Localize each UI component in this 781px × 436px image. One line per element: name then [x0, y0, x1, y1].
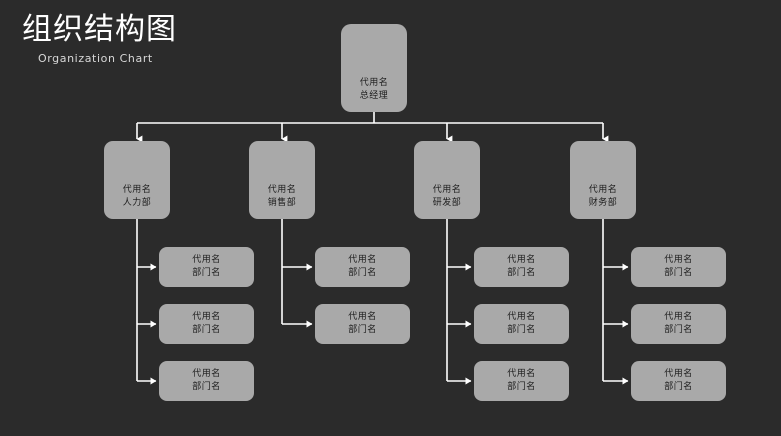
org-node-b1-c2[interactable]: 代用名 部门名: [159, 304, 254, 344]
org-node-b3-c3[interactable]: 代用名 部门名: [474, 361, 569, 401]
org-node-line1: 代用名: [664, 255, 693, 265]
org-node-line1: 代用名: [192, 369, 221, 379]
org-node-b1-c3[interactable]: 代用名 部门名: [159, 361, 254, 401]
org-node-b4-c1[interactable]: 代用名 部门名: [631, 247, 726, 287]
org-node-line2: 部门名: [664, 325, 693, 335]
title-block: 组织结构图 Organization Chart: [22, 12, 322, 66]
page-subtitle: Organization Chart: [38, 52, 153, 65]
org-node-line1: 代用名: [267, 185, 297, 195]
org-node-b4-c2[interactable]: 代用名 部门名: [631, 304, 726, 344]
org-node-branch-1[interactable]: 代用名 人力部: [104, 141, 170, 219]
org-node-line1: 代用名: [122, 185, 152, 195]
org-node-line1: 代用名: [588, 185, 618, 195]
org-node-line1: 代用名: [664, 369, 693, 379]
org-node-root[interactable]: 代用名 总经理: [341, 24, 407, 112]
org-node-b2-c1[interactable]: 代用名 部门名: [315, 247, 410, 287]
org-node-line1: 代用名: [507, 369, 536, 379]
org-node-branch-2[interactable]: 代用名 销售部: [249, 141, 315, 219]
org-node-branch-3[interactable]: 代用名 研发部: [414, 141, 480, 219]
org-node-b2-c2[interactable]: 代用名 部门名: [315, 304, 410, 344]
org-node-line2: 部门名: [192, 382, 221, 392]
org-node-line2: 部门名: [664, 382, 693, 392]
org-node-line2: 人力部: [122, 198, 152, 208]
org-node-line2: 部门名: [664, 268, 693, 278]
org-node-line2: 财务部: [588, 198, 618, 208]
org-node-line2: 部门名: [507, 268, 536, 278]
org-node-branch-4[interactable]: 代用名 财务部: [570, 141, 636, 219]
org-node-line1: 代用名: [348, 255, 377, 265]
org-node-line1: 代用名: [192, 255, 221, 265]
org-node-line1: 代用名: [359, 78, 389, 88]
org-node-line1: 代用名: [192, 312, 221, 322]
org-node-line1: 代用名: [507, 312, 536, 322]
org-node-line2: 部门名: [192, 268, 221, 278]
org-node-line2: 总经理: [359, 91, 389, 101]
org-node-b4-c3[interactable]: 代用名 部门名: [631, 361, 726, 401]
org-node-b3-c2[interactable]: 代用名 部门名: [474, 304, 569, 344]
org-node-line2: 研发部: [432, 198, 462, 208]
org-node-line2: 部门名: [348, 268, 377, 278]
org-node-line1: 代用名: [432, 185, 462, 195]
org-node-line1: 代用名: [507, 255, 536, 265]
org-node-b1-c1[interactable]: 代用名 部门名: [159, 247, 254, 287]
org-node-line2: 部门名: [507, 325, 536, 335]
page-title: 组织结构图: [22, 12, 177, 47]
org-node-line1: 代用名: [664, 312, 693, 322]
org-node-line2: 部门名: [507, 382, 536, 392]
org-node-line2: 部门名: [192, 325, 221, 335]
org-node-line2: 部门名: [348, 325, 377, 335]
org-node-b3-c1[interactable]: 代用名 部门名: [474, 247, 569, 287]
org-node-line2: 销售部: [267, 198, 297, 208]
org-node-line1: 代用名: [348, 312, 377, 322]
